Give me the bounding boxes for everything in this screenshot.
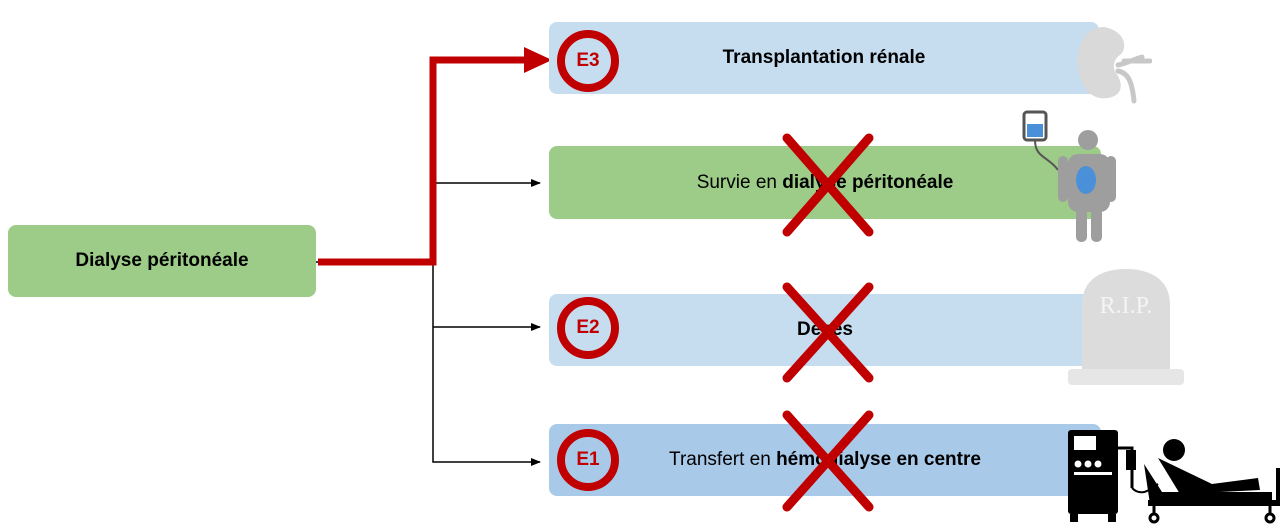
outcome-hemodialyse: Transfert en hémodialyse en centre (549, 424, 1101, 496)
highlight-arrowhead (524, 47, 552, 73)
highlight-path (318, 56, 528, 266)
badge-e1: E1 (557, 429, 619, 491)
source-box: Dialyse péritonéale (8, 225, 316, 297)
cross-mark-hemodialyse (782, 410, 874, 512)
hemodialysis-machine-bed-icon (1068, 430, 1280, 524)
kidney-icon (1077, 27, 1152, 104)
cross-mark-survie (782, 133, 874, 237)
outcome-hemodialyse-prefix: Transfert en (669, 449, 777, 470)
badge-e3: E3 (557, 30, 619, 92)
source-label: Dialyse péritonéale (75, 250, 249, 271)
badge-e2: E2 (557, 297, 619, 359)
peritoneal-dialysis-patient-icon (1022, 110, 1116, 242)
outcome-survie-prefix: Survie en (696, 171, 783, 193)
tombstone-icon: R.I.P. (1068, 269, 1184, 385)
tombstone-text: R.I.P. (1100, 293, 1153, 319)
outcome-transplantation-label: Transplantation rénale (722, 47, 926, 68)
cross-mark-deces (782, 282, 874, 383)
outcome-transplantation: Transplantation rénale (549, 22, 1099, 94)
